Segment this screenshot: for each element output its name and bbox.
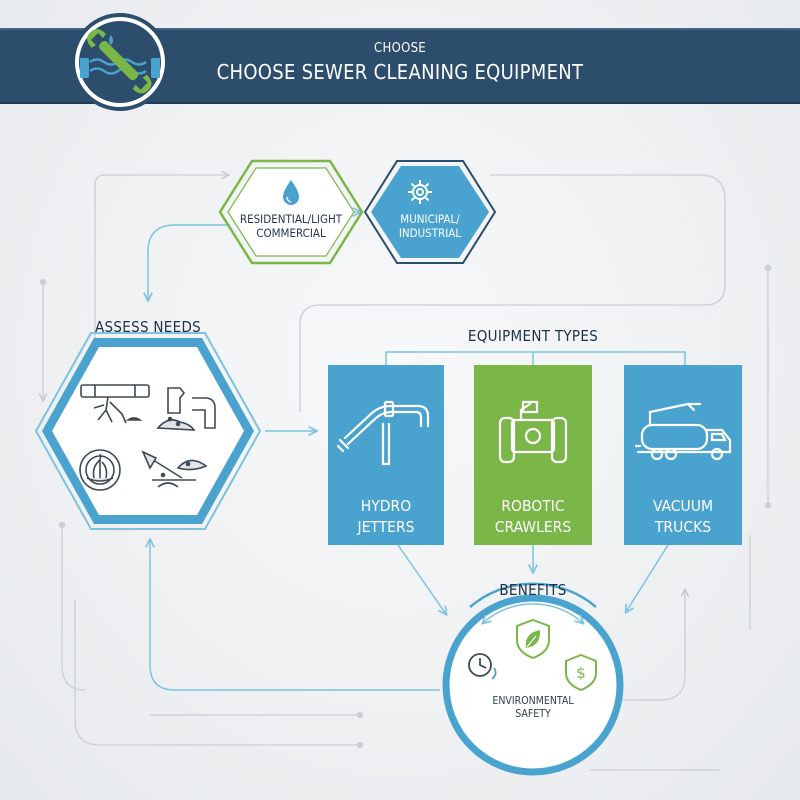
robotic-crawlers-label: ROBOTIC CRAWLERS	[494, 497, 572, 536]
dollar-sign: $	[576, 664, 586, 682]
vacuum-trucks-label: VACUUM TRUCKS	[652, 497, 713, 536]
benefits-circle: $	[442, 582, 624, 776]
debris-shovel-icon	[141, 450, 208, 488]
assess-needs-label: ASSESS NEEDS	[94, 318, 202, 336]
municipal-label: MUNICIPAL/ INDUSTRIAL	[398, 212, 462, 240]
equipment-panels	[328, 365, 742, 545]
water-drop-icon	[283, 180, 299, 205]
wrench-water-pipe-icon	[80, 29, 160, 94]
hydro-jetters-panel	[328, 365, 444, 545]
root-pipe-icon	[80, 384, 150, 424]
leaf-shield-icon	[516, 618, 550, 660]
vacuum-truck-icon	[634, 402, 732, 461]
residential-hex	[218, 159, 364, 265]
header-logo	[71, 13, 169, 111]
benefits-caption: ENVIRONMENTAL SAFETY	[492, 695, 574, 720]
clock-icon	[468, 653, 497, 680]
gear-icon	[408, 180, 432, 204]
municipal-hex	[363, 160, 497, 264]
page-title: CHOOSE SEWER CLEANING EQUIPMENT	[216, 60, 584, 84]
hydro-jetter-nozzle-icon	[336, 400, 430, 466]
benefits-label: BENEFITS	[499, 581, 567, 599]
background-connectors	[41, 175, 772, 771]
header-eyebrow: CHOOSE	[374, 41, 426, 56]
robot-crawler-icon	[498, 400, 568, 464]
assess-needs-hex	[34, 332, 262, 530]
broken-pipe-icon	[156, 387, 216, 431]
robotic-crawlers-panel	[474, 365, 592, 545]
equipment-types-label: EQUIPMENT TYPES	[467, 327, 599, 345]
hydro-jetters-label: HYDRO JETTERS	[357, 497, 415, 536]
dollar-shield-icon: $	[565, 653, 597, 692]
flow-connectors	[148, 212, 686, 691]
residential-label: RESIDENTIAL/LIGHT COMMERCIAL	[239, 212, 343, 240]
clogged-pipe-icon	[79, 449, 121, 491]
